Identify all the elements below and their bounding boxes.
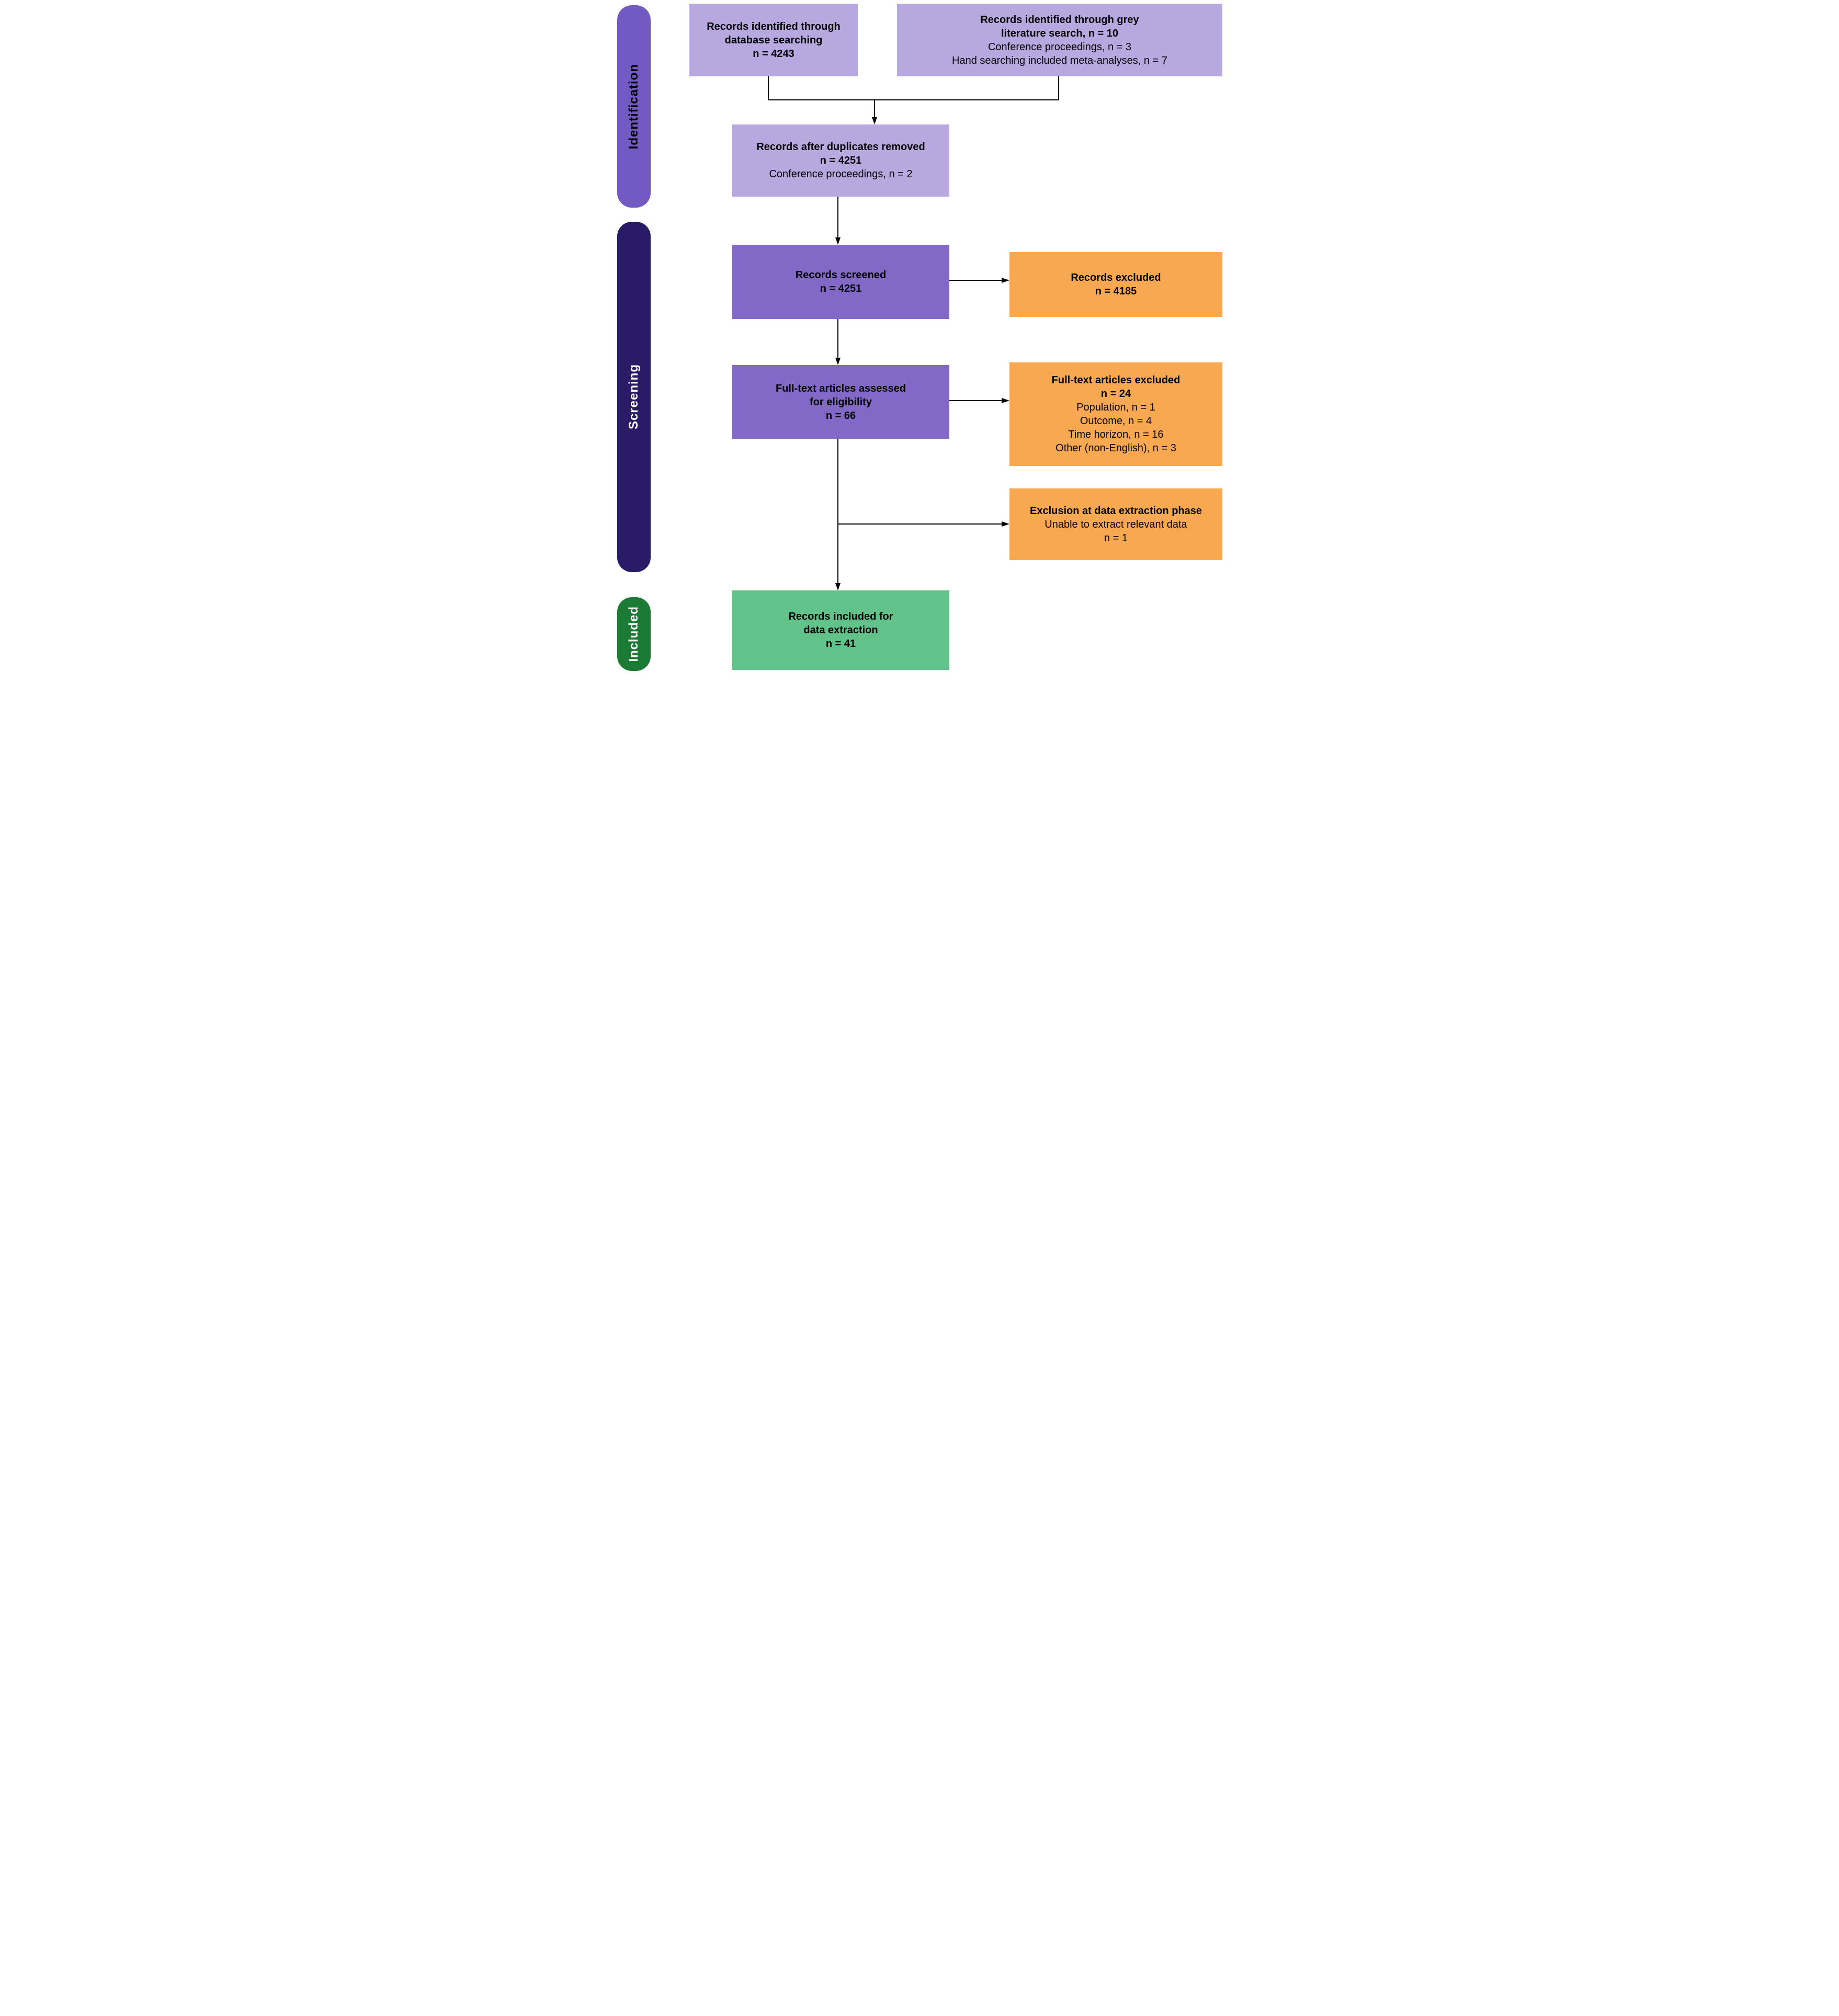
text-line: n = 4251 (820, 283, 862, 294)
text-line: Full-text articles excluded (1051, 374, 1180, 386)
box-fulltext-assessed: Full-text articles assessed for eligibil… (732, 365, 949, 439)
arrowhead-into-fulltext-excluded (1002, 398, 1009, 403)
connector-screened-to-fulltext (837, 319, 838, 359)
text-line: literature search, n = 10 (1001, 27, 1118, 39)
text-line: n = 66 (825, 409, 856, 422)
text-line: Time horizon, n = 16 (1068, 429, 1164, 440)
box-exclusion-data-extraction: Exclusion at data extraction phase Unabl… (1009, 488, 1222, 560)
stage-identification: Identification (617, 5, 651, 208)
connector-grey-literature-down (1058, 76, 1059, 100)
stage-included: Included (617, 597, 651, 671)
text-line: Records identified through grey (980, 14, 1139, 26)
text-line: Conference proceedings, n = 2 (769, 168, 913, 180)
text-line: Outcome, n = 4 (1080, 415, 1152, 427)
text-line: Full-text articles assessed (775, 382, 906, 394)
box-records-excluded: Records excluded n = 4185 (1009, 252, 1222, 317)
text-line: Records screened (795, 269, 887, 281)
arrowhead-into-duplicates (872, 117, 877, 124)
connector-branch-to-extraction-exclusion (837, 523, 1002, 525)
text-line: Other (non-English), n = 3 (1055, 442, 1176, 454)
text-line: Records excluded (1071, 272, 1161, 283)
text-line: data extraction (803, 624, 878, 636)
box-fulltext-excluded: Full-text articles excluded n = 24 Popul… (1009, 362, 1222, 466)
prisma-flow-diagram: Identification Screening Included Record… (613, 0, 1226, 672)
arrowhead-into-included (835, 583, 841, 590)
stage-label-included: Included (627, 606, 641, 662)
text-line: database searching (724, 34, 823, 46)
box-records-identified-grey-literature: Records identified through grey literatu… (897, 4, 1222, 76)
connector-fulltext-to-included (837, 439, 838, 584)
connector-screened-to-excluded (949, 280, 1002, 281)
text-line: Unable to extract relevant data (1045, 518, 1187, 530)
text-line: Exclusion at data extraction phase (1030, 505, 1202, 517)
text-line: Population, n = 1 (1076, 402, 1155, 413)
box-records-after-duplicates: Records after duplicates removed n = 425… (732, 124, 949, 197)
arrowhead-into-screened (835, 237, 841, 245)
text-line: Records identified through (707, 20, 841, 32)
arrowhead-into-extraction-exclusion (1002, 521, 1009, 527)
text-line: n = 41 (825, 638, 856, 650)
connector-into-duplicates (874, 99, 875, 118)
stage-label-screening: Screening (627, 364, 641, 430)
text-line: n = 4243 (753, 48, 794, 60)
box-records-identified-database: Records identified through database sear… (689, 4, 858, 76)
text-line: n = 24 (1100, 388, 1131, 400)
text-line: Records after duplicates removed (756, 141, 925, 153)
connector-duplicates-to-screened (837, 197, 838, 238)
text-line: Hand searching included meta-analyses, n… (952, 54, 1167, 66)
text-line: n = 1 (1104, 532, 1128, 544)
box-records-screened: Records screened n = 4251 (732, 245, 949, 319)
connector-merge-horizontal (768, 99, 1059, 100)
arrowhead-into-records-excluded (1002, 278, 1009, 283)
text-line: Records included for (788, 611, 893, 622)
text-line: n = 4185 (1095, 286, 1137, 297)
stage-label-identification: Identification (627, 63, 641, 150)
text-line: n = 4251 (820, 155, 862, 166)
box-records-included: Records included for data extraction n =… (732, 590, 949, 670)
text-line: Conference proceedings, n = 3 (987, 41, 1132, 53)
arrowhead-into-fulltext (835, 358, 841, 365)
connector-database-down (768, 76, 769, 100)
stage-screening: Screening (617, 222, 651, 572)
text-line: for eligibility (810, 396, 872, 408)
connector-fulltext-to-ft-excluded (949, 400, 1002, 401)
